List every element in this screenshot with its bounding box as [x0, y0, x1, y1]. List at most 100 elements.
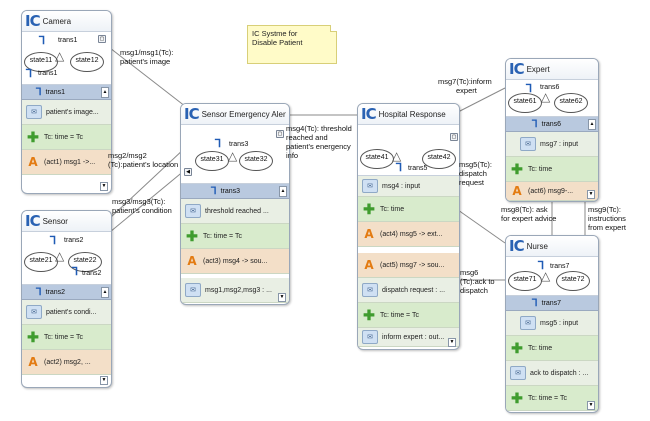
- list-item[interactable]: ✉ inform expert : out...: [358, 328, 459, 347]
- expand-icon[interactable]: ▢: [450, 133, 458, 141]
- scroll-down-icon[interactable]: ▼: [278, 293, 286, 302]
- list-item[interactable]: ✚ Tc: time = Tc: [506, 386, 598, 411]
- state-node[interactable]: state41: [360, 149, 394, 169]
- transition-label[interactable]: trans5: [408, 165, 428, 172]
- row-text: msg4 : input: [382, 182, 421, 190]
- component-title: Expert: [526, 64, 550, 74]
- sensor-component[interactable]: IC Sensor Ꞁ trans2 state21 △ state22 Ꞁ t…: [21, 210, 112, 388]
- list-item[interactable]: ✚ Tc: time: [506, 157, 598, 182]
- transition-label[interactable]: trans2: [64, 237, 84, 244]
- list-item[interactable]: ✉ msg5 : input: [506, 311, 598, 336]
- state-node[interactable]: state31: [195, 151, 229, 171]
- selected-transition[interactable]: Ꞁ trans6 ▲: [506, 117, 598, 132]
- state-node[interactable]: state11: [24, 52, 58, 72]
- list-item[interactable]: ✉ dispatch request : ...: [358, 278, 459, 303]
- message-line: msg8(Tc): ask: [501, 205, 548, 214]
- state-node[interactable]: state42: [422, 149, 456, 169]
- state-machine: ▢ Ꞁ trans3 state31 △ state32 ◀: [181, 125, 289, 184]
- list-item[interactable]: ✉ patient's image...: [22, 100, 111, 125]
- transition-label[interactable]: trans1: [38, 70, 58, 77]
- list-item[interactable]: ✉ msg7 : input: [506, 132, 598, 157]
- state-node[interactable]: state72: [556, 271, 590, 291]
- sensor-emergency-alert-component[interactable]: IC Sensor Emergency Alert ▢ Ꞁ trans3 sta…: [180, 103, 290, 305]
- selected-transition[interactable]: Ꞁ trans2 ▲: [22, 285, 111, 300]
- ic-logo-icon: IC: [509, 60, 525, 78]
- transition-t-icon: Ꞁ: [532, 297, 538, 309]
- scroll-up-icon[interactable]: ▲: [279, 186, 287, 197]
- transition-label[interactable]: trans3: [229, 141, 249, 148]
- list-item[interactable]: ✉ patient's condi...: [22, 300, 111, 325]
- list-item[interactable]: A (act3) msg4 -> sou...: [181, 249, 289, 274]
- scroll-down-icon[interactable]: ▼: [587, 190, 595, 199]
- scroll-down-icon[interactable]: ▼: [448, 338, 456, 347]
- scroll-left-icon[interactable]: ◀: [184, 168, 192, 176]
- state-node[interactable]: state32: [239, 151, 273, 171]
- list-item[interactable]: A (act6) msg9-...: [506, 182, 598, 201]
- message-line: msg3/msg3(Tc):: [112, 197, 166, 206]
- list-item[interactable]: A (act1) msg1 ->...: [22, 150, 111, 175]
- hospital-response-component[interactable]: IC Hospital Response ▢ state41 △ state42…: [357, 103, 460, 350]
- expand-icon[interactable]: ▢: [276, 130, 284, 138]
- list-item[interactable]: ✚ Tc: time = Tc: [358, 303, 459, 328]
- component-title: Hospital Response: [378, 109, 446, 119]
- sensor-header: IC Sensor: [22, 211, 111, 232]
- list-item[interactable]: ✚ Tc: time = Tc: [181, 224, 289, 249]
- state-node[interactable]: state62: [554, 93, 588, 113]
- envelope-icon: ✉: [362, 179, 378, 193]
- list-item[interactable]: ✉ msg1,msg2,msg3 : ...: [181, 278, 289, 303]
- camera-component[interactable]: IC Camera Ꞁ trans1 ▢ state11 △ state12 Ꞁ…: [21, 10, 112, 194]
- selected-transition[interactable]: Ꞁ trans3 ▲: [181, 184, 289, 199]
- state-node[interactable]: state12: [70, 52, 104, 72]
- list-item[interactable]: ✚ Tc: time: [358, 197, 459, 222]
- selected-transition[interactable]: Ꞁ trans7: [506, 296, 598, 311]
- state-node[interactable]: state61: [508, 93, 542, 113]
- state-machine: Ꞁ trans6 state61 △ state62: [506, 80, 598, 117]
- transition-label[interactable]: trans7: [550, 263, 570, 270]
- hospital-header: IC Hospital Response: [358, 104, 459, 125]
- scroll-down-icon[interactable]: ▼: [100, 182, 108, 191]
- selected-transition[interactable]: Ꞁ trans1 ▲: [22, 85, 111, 100]
- list-item[interactable]: ✚ Tc: time = Tc: [22, 325, 111, 350]
- alert-header: IC Sensor Emergency Alert: [181, 104, 289, 125]
- nurse-component[interactable]: IC Nurse Ꞁ trans7 state71 △ state72 Ꞁ tr…: [505, 235, 599, 413]
- envelope-icon: ✉: [362, 330, 378, 344]
- list-item[interactable]: A (act2) msg2, ...: [22, 350, 111, 375]
- expand-icon[interactable]: ▢: [98, 35, 106, 43]
- wire-camera-alert: [109, 47, 191, 111]
- list-item[interactable]: ✉ ack to dispatch : ...: [506, 361, 598, 386]
- state-node[interactable]: state22: [68, 252, 102, 272]
- list-item[interactable]: ✉ threshold reached ...: [181, 199, 289, 224]
- ic-logo-icon: IC: [25, 212, 41, 230]
- transition-t-icon: Ꞁ: [526, 83, 533, 95]
- list-item[interactable]: ✚ Tc: time = Tc: [22, 125, 111, 150]
- message-line: dispatch: [459, 169, 487, 178]
- list-item[interactable]: ✚ Tc: time: [506, 336, 598, 361]
- transition-label[interactable]: trans2: [82, 270, 102, 277]
- scroll-down-icon[interactable]: ▼: [100, 376, 108, 385]
- orange-a-icon: A: [364, 258, 374, 272]
- green-plus-icon: ✚: [363, 306, 375, 323]
- scroll-up-icon[interactable]: ▲: [588, 119, 596, 130]
- list-item[interactable]: ✉ msg4 : input: [358, 176, 459, 197]
- envelope-icon: ✉: [362, 283, 378, 297]
- state-node[interactable]: state21: [24, 252, 58, 272]
- orange-a-icon: A: [512, 184, 522, 198]
- message-line: msg4(Tc): threshold: [286, 124, 352, 133]
- row-text: patient's condi...: [46, 308, 97, 316]
- list-item[interactable]: A (act4) msg5 -> ext...: [358, 222, 459, 247]
- scroll-up-icon[interactable]: ▲: [101, 287, 109, 298]
- ic-logo-icon: IC: [25, 12, 41, 30]
- message-line: msg5(Tc):: [459, 160, 492, 169]
- transition-t-icon: Ꞁ: [26, 68, 33, 80]
- list-item[interactable]: A (act5) msg7 -> sou...: [358, 253, 459, 278]
- state-node[interactable]: state71: [508, 271, 542, 291]
- transition-label[interactable]: trans1: [58, 37, 78, 44]
- transition-label[interactable]: trans6: [540, 84, 560, 91]
- message-line: instructions: [588, 214, 626, 223]
- green-plus-icon: ✚: [511, 339, 523, 356]
- row-text: ack to dispatch : ...: [530, 369, 589, 377]
- triangle-icon: △: [541, 90, 551, 104]
- scroll-down-icon[interactable]: ▼: [587, 401, 595, 410]
- expert-component[interactable]: IC Expert Ꞁ trans6 state61 △ state62 Ꞁ t…: [505, 58, 599, 202]
- scroll-up-icon[interactable]: ▲: [101, 87, 109, 98]
